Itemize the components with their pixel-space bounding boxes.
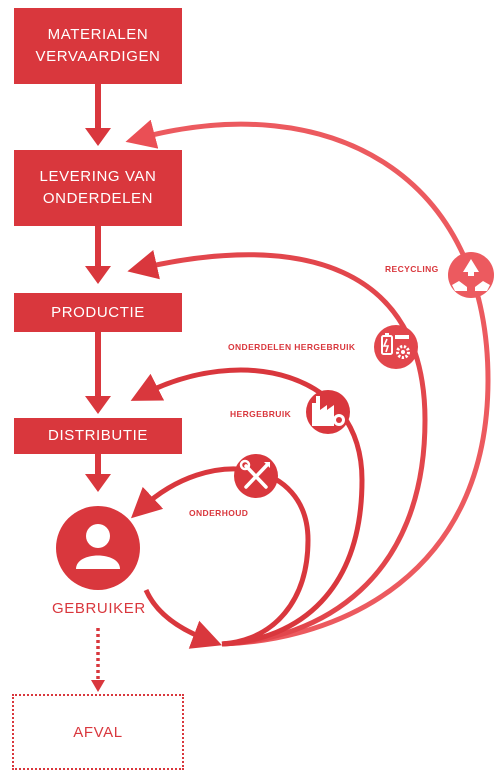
- materials-line1: MATERIALEN: [47, 26, 149, 43]
- materials-box: MATERIALEN VERVAARDIGEN: [14, 8, 182, 84]
- recycling-arc: [125, 119, 491, 647]
- parts-reuse-label: ONDERDELEN HERGEBRUIK: [228, 342, 356, 352]
- recycle-icon: [448, 252, 494, 298]
- down-arrows: [85, 84, 111, 692]
- maintenance-label: ONDERHOUD: [189, 508, 249, 518]
- maintenance-arc: [130, 466, 311, 647]
- user-icon: [56, 506, 140, 590]
- production-box: PRODUCTIE: [14, 293, 182, 332]
- parts-delivery-line2: ONDERDELEN: [42, 190, 154, 207]
- battery-gear-icon: [374, 325, 418, 369]
- recycling-label: RECYCLING: [385, 264, 439, 274]
- tools-icon: [234, 454, 278, 498]
- distribution-box: DISTRIBUTIE: [14, 418, 182, 454]
- materials-line2: VERVAARDIGEN: [35, 48, 161, 65]
- user-label: GEBRUIKER: [52, 600, 146, 617]
- parts-reuse-arc: [127, 250, 428, 647]
- reuse-arc: [130, 367, 365, 647]
- user-to-hub-arrow: [143, 588, 223, 649]
- production-label: PRODUCTIE: [51, 303, 145, 321]
- waste-box: AFVAL: [12, 694, 184, 770]
- parts-delivery-box: LEVERING VAN ONDERDELEN: [14, 150, 182, 226]
- factory-icon: [306, 390, 350, 434]
- reuse-label: HERGEBRUIK: [230, 409, 292, 419]
- parts-delivery-line1: LEVERING VAN: [39, 168, 157, 185]
- waste-label: AFVAL: [73, 723, 123, 741]
- distribution-label: DISTRIBUTIE: [48, 427, 148, 444]
